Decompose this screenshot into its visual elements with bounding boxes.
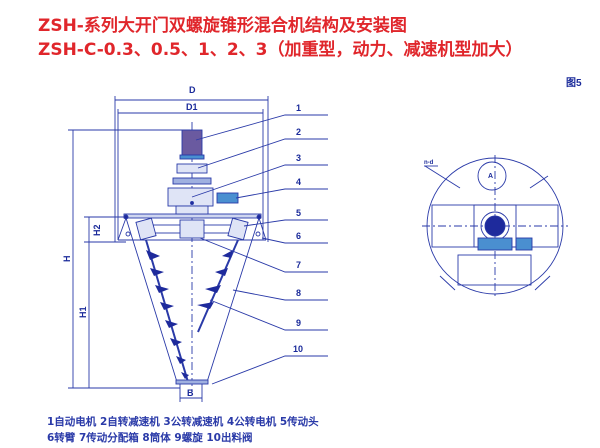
callout-1: 1 (296, 103, 301, 113)
revolution-motor (216, 192, 239, 204)
callout-9: 9 (296, 318, 301, 328)
legend-line-1: 1自动电机 2自转减速机 3公转减速机 4公转电机 5传动头 (47, 416, 319, 428)
self-rotation-reducer (176, 163, 208, 174)
label-h2: H2 (92, 224, 102, 236)
discharge-valve (175, 379, 209, 385)
label-nd: n-d (424, 160, 434, 166)
legend-line-2: 6转臂 7传动分配箱 8筒体 9螺旋 10出料阀 (47, 432, 253, 444)
top-view (422, 155, 568, 298)
self-rotation-motor (181, 129, 203, 156)
top-cover (123, 213, 262, 219)
label-d1: D1 (186, 102, 198, 112)
callout-7: 7 (296, 260, 301, 270)
callout-8: 8 (296, 288, 301, 298)
title-line-1: ZSH-系列大开门双螺旋锥形混合机结构及安装图 (38, 16, 407, 36)
callout-6: 6 (296, 231, 301, 241)
screw-flights (146, 250, 233, 379)
callout-3: 3 (296, 153, 301, 163)
label-h: H (62, 256, 72, 263)
front-view (68, 96, 328, 402)
feed-port (477, 161, 507, 191)
label-d: D (189, 85, 196, 95)
callout-2: 2 (296, 127, 301, 137)
figure-label: 图5 (566, 77, 582, 89)
callout-10: 10 (293, 344, 303, 354)
title-line-2: ZSH-C-0.3、0.5、1、2、3（加重型，动力、减速机型加大） (38, 40, 523, 60)
callout-5: 5 (296, 208, 301, 218)
callout-4: 4 (296, 177, 301, 187)
label-a: A (488, 173, 493, 180)
label-b: B (187, 388, 194, 398)
label-h1: H1 (78, 306, 88, 318)
distribution-box (179, 219, 205, 239)
